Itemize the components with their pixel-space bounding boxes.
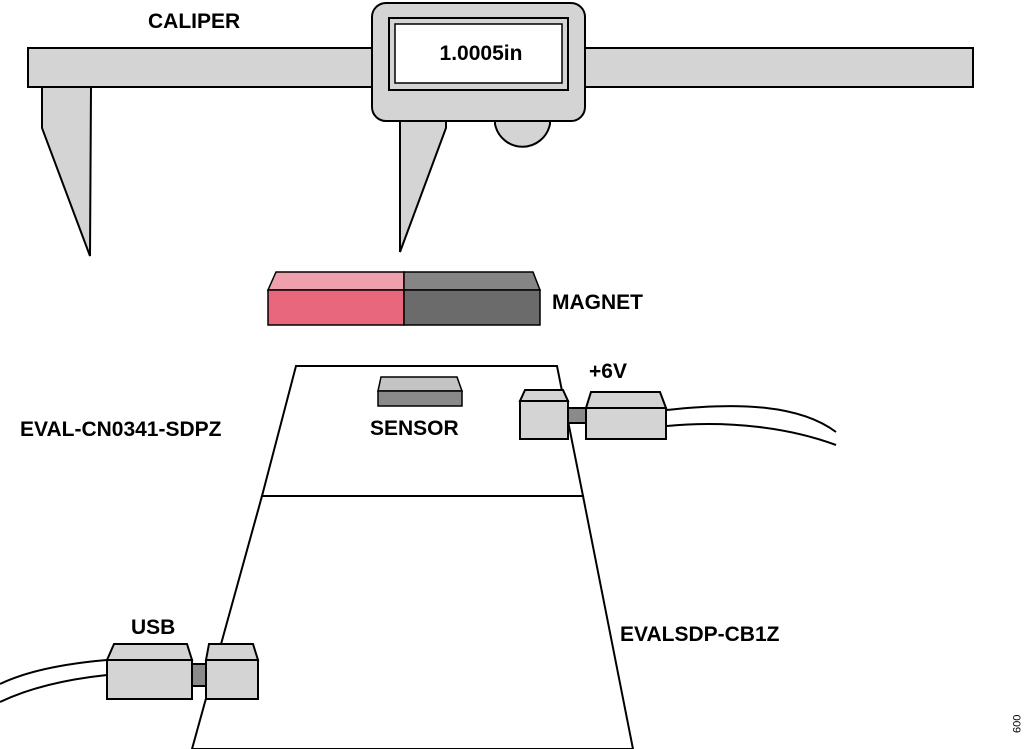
power-cable-lower [666,423,837,446]
figure-number: 009 [1010,715,1022,733]
magnet-north-face [267,289,405,326]
magnet-south-top [403,271,542,291]
caliper-screen-inner [394,23,563,84]
caliper-thumb-wheel [494,117,551,148]
caliper-fixed-jaw [41,86,93,257]
caliper-label: CALIPER [148,10,240,33]
magnet-north-top [266,271,405,291]
usb-jack-face [205,659,259,700]
usb-connector [0,643,260,703]
caliper [27,2,974,257]
usb-plug-face [106,659,193,700]
power-plug-face [585,407,667,440]
sensor-chip-top [377,376,464,392]
display-reading: 1.0005in [440,42,523,65]
eval-board-label: EVAL-CN0341-SDPZ [20,418,222,441]
caliper-sliding-jaw [399,117,447,253]
magnet-south-face [403,289,541,326]
power-jack-face [519,400,569,440]
sdp-board-label: EVALSDP-CB1Z [620,623,780,646]
sensor-chip-face [377,390,463,407]
sensor-label: SENSOR [370,417,459,440]
sdp-board [190,495,635,749]
usb-coupling [191,663,207,687]
power-connector [518,389,837,446]
usb-plug-top [105,643,194,661]
magnet [266,271,542,326]
boards [190,365,635,749]
usb-jack-top [204,643,260,661]
magnet-label: MAGNET [552,291,643,314]
power-label: +6V [589,360,627,383]
power-cable-upper [666,405,837,433]
power-jack-top [518,389,570,402]
sensor-chip [377,376,464,407]
power-plug-top [584,391,668,409]
usb-cable-upper [0,659,108,685]
usb-label: USB [131,616,175,639]
power-coupling [567,407,587,424]
usb-cable-lower [0,674,108,703]
